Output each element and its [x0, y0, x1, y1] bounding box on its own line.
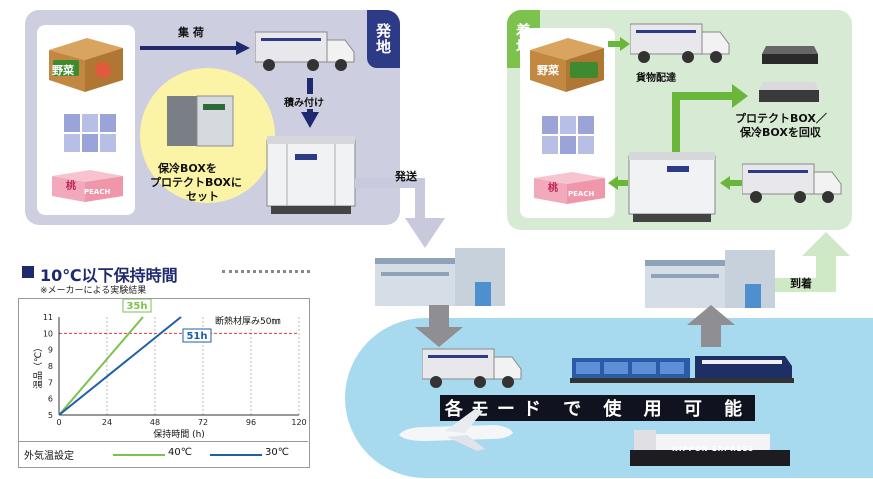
legend-line-30 [210, 454, 262, 456]
truck-icon-mode [421, 345, 522, 390]
series-line-1 [58, 316, 182, 416]
cold-box-icon [165, 90, 235, 150]
pickup-arrow [140, 40, 250, 55]
peach-box-icon [50, 168, 125, 204]
x-tick-72: 72 [198, 418, 208, 427]
collect-label-2: 保冷BOXを回収 [740, 126, 821, 139]
peach-box-label-dest: 桃 [548, 183, 558, 194]
y-tick-10: 10 [43, 329, 53, 338]
series-line-0 [58, 316, 144, 416]
down-arrow-to-modes [415, 305, 463, 347]
load-label: 積み付け [284, 94, 324, 109]
protect-box-icon-dest [627, 150, 717, 225]
chart-title: 10℃以下保持時間 [40, 266, 178, 285]
ship-name: NIPPON EXPRESS [672, 445, 755, 453]
airplane-icon [395, 405, 515, 453]
legend-label-40: 40℃ [168, 447, 192, 458]
pickup-label: 集 荷 [178, 26, 204, 39]
peach-box-label: 桃 [66, 181, 76, 192]
y-tick-7: 7 [48, 378, 53, 387]
delivery-arrow [608, 36, 630, 51]
vegetable-box-icon-dest [526, 32, 608, 94]
bubble-text-2: プロテクトBOXに [150, 176, 242, 189]
warehouse-icon-dest [645, 250, 775, 308]
x-tick-48: 48 [150, 418, 160, 427]
protect-box-icon-origin [265, 132, 357, 217]
x-axis-label: 保持時間 (h) [153, 428, 205, 440]
chart-note: ※メーカーによる実験結果 [40, 286, 147, 296]
y-tick-5: 5 [48, 411, 53, 420]
y-axis-label: 温品（℃） [33, 343, 44, 389]
legend-label-30: 30℃ [265, 447, 289, 458]
warehouse-icon-origin [375, 248, 505, 306]
truck-icon-dest-bottom [741, 160, 842, 205]
peach-box-en-dest: PEACH [568, 190, 595, 198]
x-tick-96: 96 [246, 418, 256, 427]
return-arrow [668, 84, 748, 154]
x-tick-120: 120 [291, 418, 306, 427]
chart-plot: 0 24 48 72 96 120 5 6 7 8 9 10 11 保持時間 (h) 温品（℃） 35h 51h [33, 298, 307, 440]
vegetable-box-icon [45, 32, 127, 94]
unload-arrow-left [608, 175, 628, 190]
send-arrow [355, 170, 465, 248]
cans-icon [62, 110, 118, 155]
x-tick-24: 24 [102, 418, 112, 427]
series-label-box-0 [122, 298, 152, 313]
insulation-label: 断熱材厚み50㎜ [215, 314, 281, 327]
flat-box-icon-2 [757, 78, 821, 106]
series-label-1: 51h [186, 331, 207, 342]
send-label: 発送 [395, 170, 417, 183]
chart-title-rule [222, 270, 310, 273]
collect-label-1: プロテクトBOX／ [735, 112, 827, 125]
arrival-label: 到着 [790, 277, 812, 290]
y-tick-6: 6 [48, 395, 53, 404]
y-tick-11: 11 [43, 313, 53, 322]
y-tick-8: 8 [48, 362, 53, 371]
legend-title: 外気温設定 [24, 451, 74, 462]
train-icon [570, 348, 795, 388]
arrival-arrow [760, 232, 852, 292]
y-tick-9: 9 [48, 346, 53, 355]
series-label-box-1 [182, 328, 212, 343]
truck-icon-dest-top [629, 20, 730, 65]
truck-icon-origin [254, 28, 355, 73]
vegetable-box-label-dest: 野菜 [537, 64, 559, 77]
cans-icon-dest [540, 112, 596, 157]
legend-line-40 [113, 454, 165, 456]
origin-tag: 発地 [367, 10, 400, 68]
vegetable-box-label: 野菜 [52, 64, 74, 77]
x-tick-0: 0 [56, 418, 61, 427]
series-label-0: 35h [126, 301, 147, 312]
peach-box-icon-dest [532, 170, 607, 206]
unload-arrow-truck [720, 175, 742, 190]
modes-banner: 各モード で 使 用 可 能 [440, 395, 755, 421]
ship-icon [630, 428, 790, 470]
bubble-text-3: セット [186, 190, 219, 203]
up-arrow-from-modes [687, 305, 735, 347]
bubble-text-1: 保冷BOXを [158, 162, 217, 175]
delivery-label: 貨物配達 [636, 73, 676, 84]
peach-box-en: PEACH [84, 188, 111, 196]
flat-box-icon-1 [760, 40, 820, 68]
chart-title-marker [22, 266, 34, 278]
chart-legend: 外気温設定 40℃ 30℃ [18, 441, 308, 466]
